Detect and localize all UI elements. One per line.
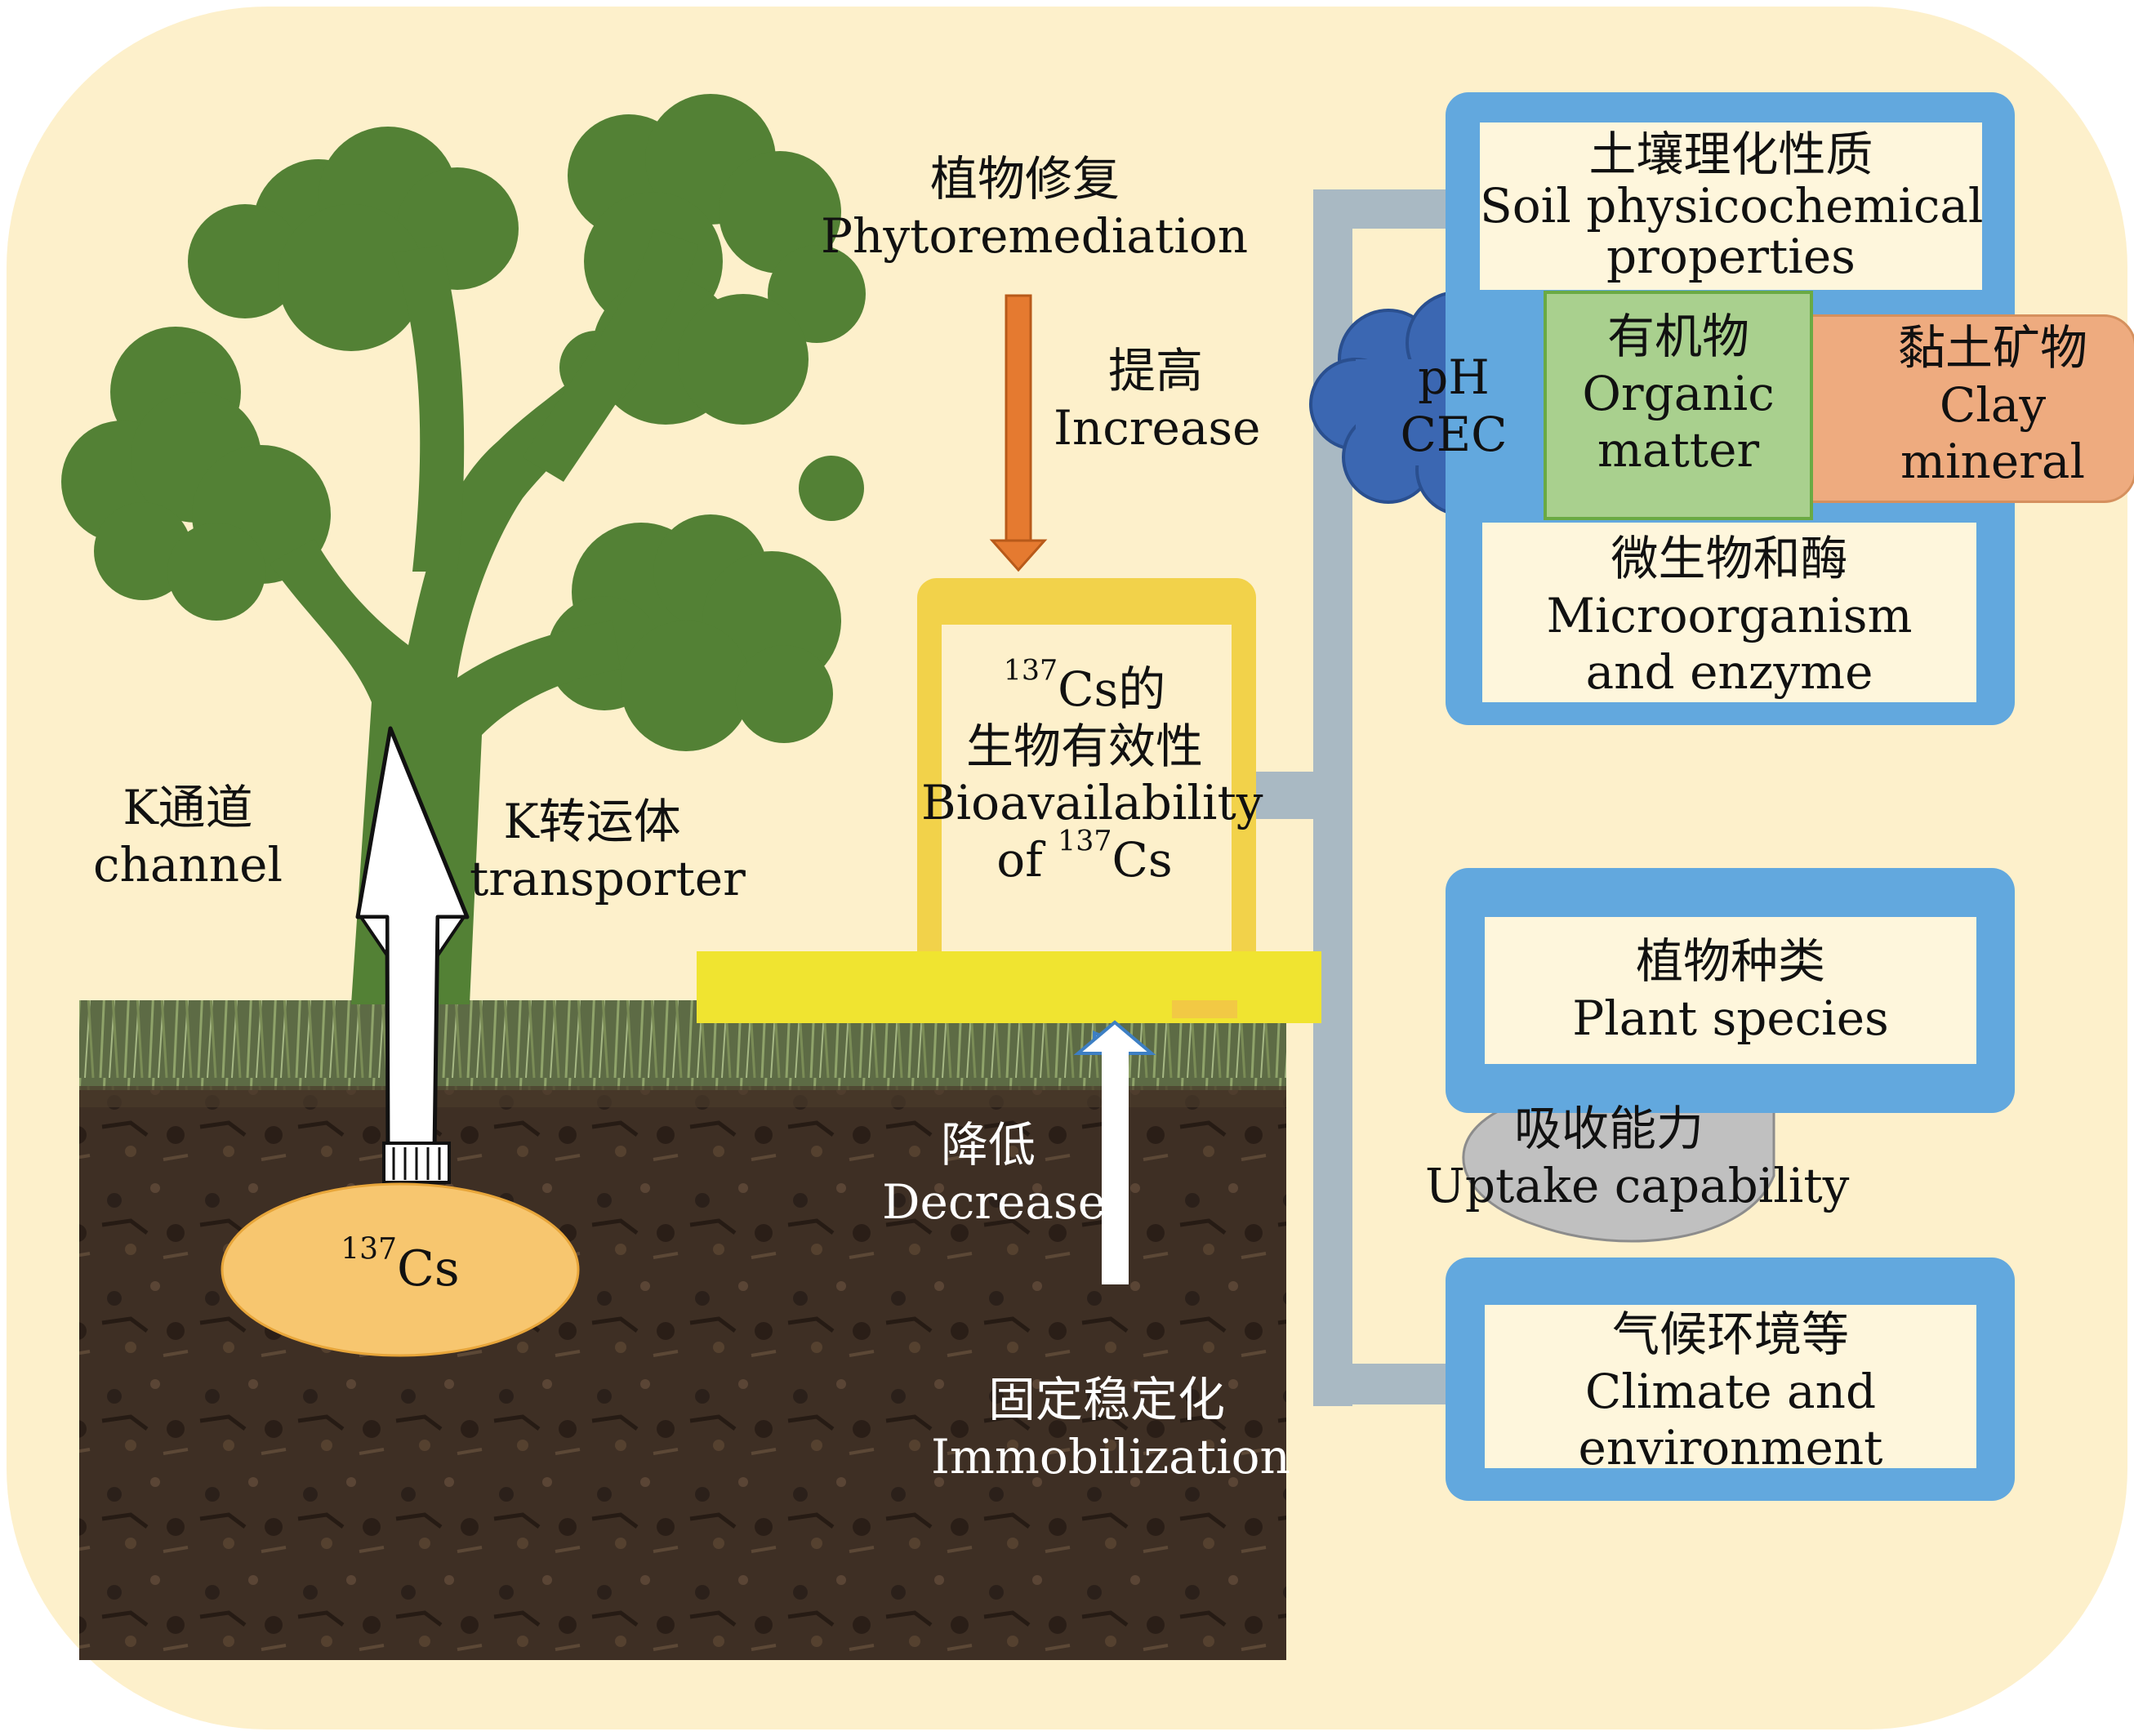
increase-label: 提高 Increase bbox=[1054, 343, 1261, 456]
cec-label: CEC bbox=[1400, 406, 1508, 462]
increase-zh: 提高 bbox=[1107, 343, 1203, 398]
immobilization-zh: 固定稳定化 bbox=[987, 1372, 1225, 1427]
soil-properties-inner bbox=[1480, 122, 1982, 290]
microorganism-zh: 微生物和酶 bbox=[1611, 531, 1848, 586]
climate-en-line2: environment bbox=[1578, 1420, 1883, 1476]
clay-mineral-en-line2: mineral bbox=[1900, 434, 2086, 490]
microorganism-en-line2: and enzyme bbox=[1585, 644, 1873, 701]
cs-source-text: Cs bbox=[397, 1240, 460, 1298]
cs-source-sup: 137 bbox=[341, 1232, 397, 1266]
climate-inner bbox=[1485, 1305, 1976, 1468]
plant-species-label: 植物种类 Plant species bbox=[1485, 933, 1976, 1047]
soil-properties-zh: 土壤理化性质 bbox=[1588, 127, 1873, 182]
k-channel-en: channel bbox=[93, 836, 283, 892]
clay-mineral-box bbox=[1789, 314, 2134, 503]
phytoremediation-label: 植物修复 Phytoremediation bbox=[821, 151, 1249, 265]
plant-species-en: Plant species bbox=[1572, 990, 1889, 1046]
soil-properties-en-line1: Soil physicochemical bbox=[1480, 177, 1984, 234]
phytoremediation-en: Phytoremediation bbox=[821, 207, 1249, 264]
clay-mineral-zh: 黏土矿物 bbox=[1897, 320, 2087, 376]
decrease-arrow bbox=[1073, 1020, 1156, 1284]
cs-source-label: 137Cs bbox=[310, 1235, 490, 1298]
decrease-zh: 降低 bbox=[940, 1117, 1036, 1173]
organic-matter-zh: 有机物 bbox=[1606, 309, 1749, 364]
microorganism-en-line1: Microorganism bbox=[1546, 587, 1913, 643]
bioavailability-of-sup: 137 bbox=[1058, 825, 1112, 858]
organic-matter-box bbox=[1544, 291, 1813, 520]
bioavailability-sup: 137 bbox=[1003, 654, 1058, 688]
plant-species-zh: 植物种类 bbox=[1635, 933, 1825, 989]
clay-mineral-label: 黏土矿物 Clay mineral bbox=[1813, 320, 2134, 491]
organic-matter-label: 有机物 Organic matter bbox=[1544, 309, 1813, 479]
organic-matter-en-line2: matter bbox=[1597, 422, 1760, 479]
bioavailability-zh-second: 生物有效性 bbox=[965, 718, 1203, 774]
climate-label: 气候环境等 Climate and environment bbox=[1485, 1306, 1976, 1477]
microorganism-label: 微生物和酶 Microorganism and enzyme bbox=[1482, 531, 1976, 701]
k-transporter-zh: K转运体 bbox=[503, 794, 681, 849]
tree bbox=[61, 94, 866, 1004]
k-channel-label: K通道 channel bbox=[82, 780, 294, 893]
increase-arrow bbox=[989, 294, 1048, 572]
clay-mineral-en-line1: Clay bbox=[1939, 376, 2047, 433]
immobilization-label: 固定稳定化 Immobilization bbox=[931, 1372, 1290, 1485]
ph-cec-label: pH CEC bbox=[1372, 349, 1535, 463]
increase-en: Increase bbox=[1054, 399, 1261, 456]
uptake-label: 吸收能力 Uptake capability bbox=[1425, 1101, 1850, 1214]
plant-species-inner bbox=[1485, 917, 1976, 1064]
uptake-en: Uptake capability bbox=[1425, 1157, 1850, 1213]
organic-matter-en-line1: Organic bbox=[1582, 365, 1775, 421]
bioavailability-of-prefix: of bbox=[996, 831, 1058, 888]
k-transporter-label: K转运体 transporter bbox=[470, 794, 746, 907]
bioavailability-label: 137Cs的 生物有效性 Bioavailability of 137Cs bbox=[921, 657, 1263, 888]
decrease-label: 降低 Decrease bbox=[882, 1117, 1107, 1231]
immobilization-en: Immobilization bbox=[931, 1428, 1290, 1485]
climate-zh: 气候环境等 bbox=[1611, 1306, 1849, 1362]
ph-label: pH bbox=[1418, 349, 1490, 405]
climate-en-line1: Climate and bbox=[1584, 1363, 1877, 1419]
soil-properties-label: 土壤理化性质 Soil physicochemical properties bbox=[1480, 127, 1984, 285]
uptake-zh: 吸收能力 bbox=[1513, 1101, 1704, 1156]
bioavailability-of-suffix: Cs bbox=[1112, 831, 1173, 888]
bioavailability-zh-first: Cs的 bbox=[1058, 661, 1166, 717]
cs-source-ellipse bbox=[221, 1182, 580, 1357]
soil-properties-en-line2: properties bbox=[1606, 229, 1856, 285]
k-channel-zh: K通道 bbox=[123, 780, 253, 835]
uptake-arrow bbox=[355, 726, 470, 1184]
bioavailability-en: Bioavailability bbox=[921, 775, 1263, 831]
decrease-en: Decrease bbox=[882, 1173, 1107, 1230]
microorganism-inner bbox=[1482, 523, 1976, 702]
k-transporter-en: transporter bbox=[470, 850, 746, 906]
phytoremediation-zh: 植物修复 bbox=[929, 151, 1120, 207]
